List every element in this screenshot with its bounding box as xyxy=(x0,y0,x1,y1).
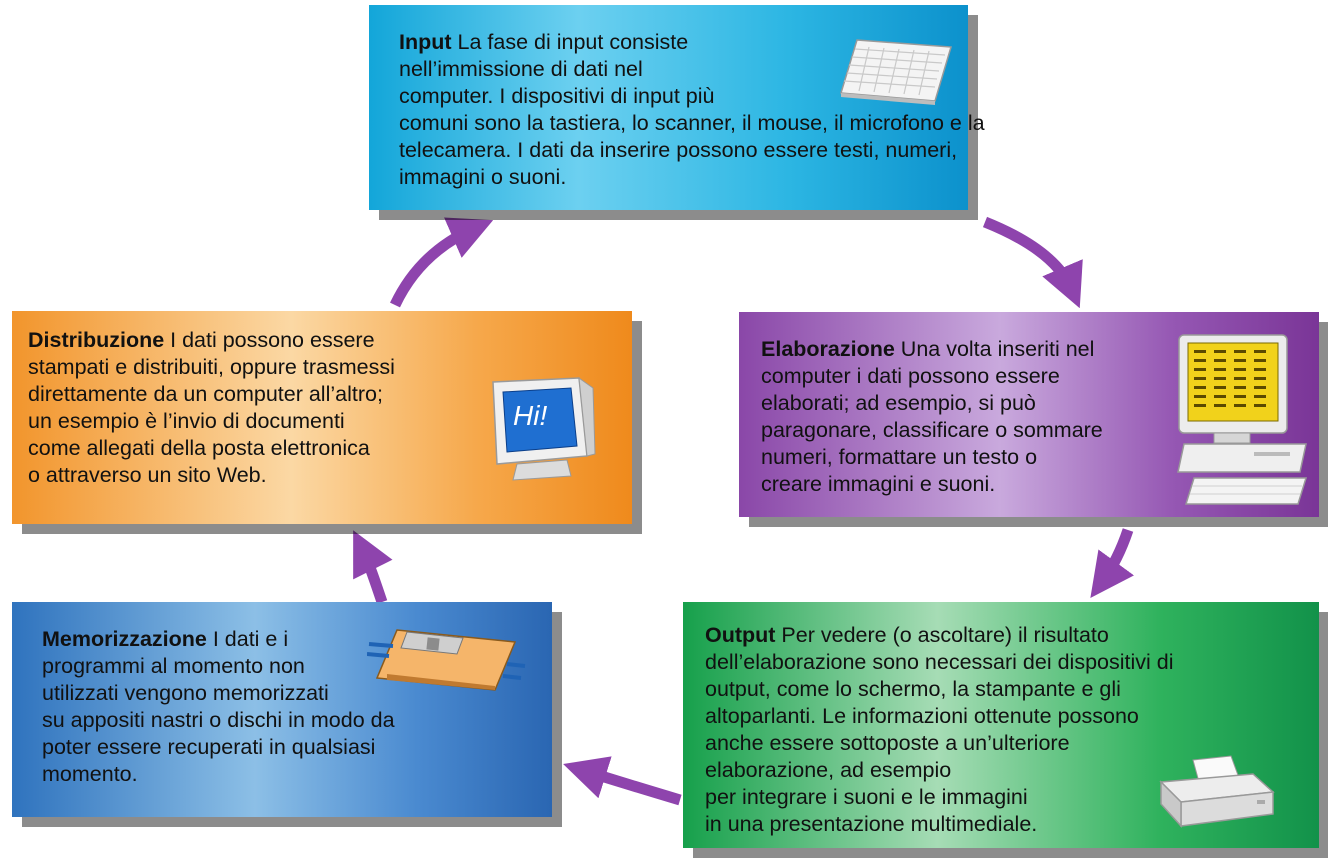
step-input: Input La fase di input consiste nell’imm… xyxy=(369,5,985,210)
step-input-text: Input La fase di input consiste nell’imm… xyxy=(399,30,985,189)
desktop-computer-icon xyxy=(1177,334,1308,505)
arrow-distribuzione-to-input xyxy=(390,217,494,308)
step-output-title: Output xyxy=(705,623,776,647)
monitor-icon: Hi! xyxy=(487,376,597,486)
step-memorizzazione: Memorizzazione I dati e i programmi al m… xyxy=(12,602,552,817)
step-distribuzione-text: Distribuzione I dati possono essere stam… xyxy=(28,328,395,487)
step-memorizzazione-title: Memorizzazione xyxy=(42,627,207,651)
arrow-elaborazione-to-output xyxy=(1090,528,1135,599)
arrow-input-to-elaborazione xyxy=(982,216,1083,309)
step-output: Output Per vedere (o ascoltare) il risul… xyxy=(683,602,1319,848)
step-elaborazione: Elaborazione Una volta inseriti nel comp… xyxy=(739,312,1319,517)
step-distribuzione-title: Distribuzione xyxy=(28,328,165,352)
monitor-greeting: Hi! xyxy=(513,400,548,431)
step-output-text: Output Per vedere (o ascoltare) il risul… xyxy=(705,623,1174,836)
keyboard-icon xyxy=(840,39,952,105)
step-memorizzazione-text: Memorizzazione I dati e i programmi al m… xyxy=(42,627,395,786)
step-input-title: Input xyxy=(399,30,452,54)
printer-icon xyxy=(1159,755,1275,828)
arrow-output-to-memorizzazione xyxy=(563,756,682,806)
step-distribuzione: Distribuzione I dati possono essere stam… xyxy=(12,311,632,524)
step-elaborazione-text: Elaborazione Una volta inseriti nel comp… xyxy=(761,337,1103,496)
arrow-memorizzazione-to-distribuzione xyxy=(353,530,393,604)
step-elaborazione-title: Elaborazione xyxy=(761,337,895,361)
floppy-disk-icon xyxy=(367,629,526,691)
